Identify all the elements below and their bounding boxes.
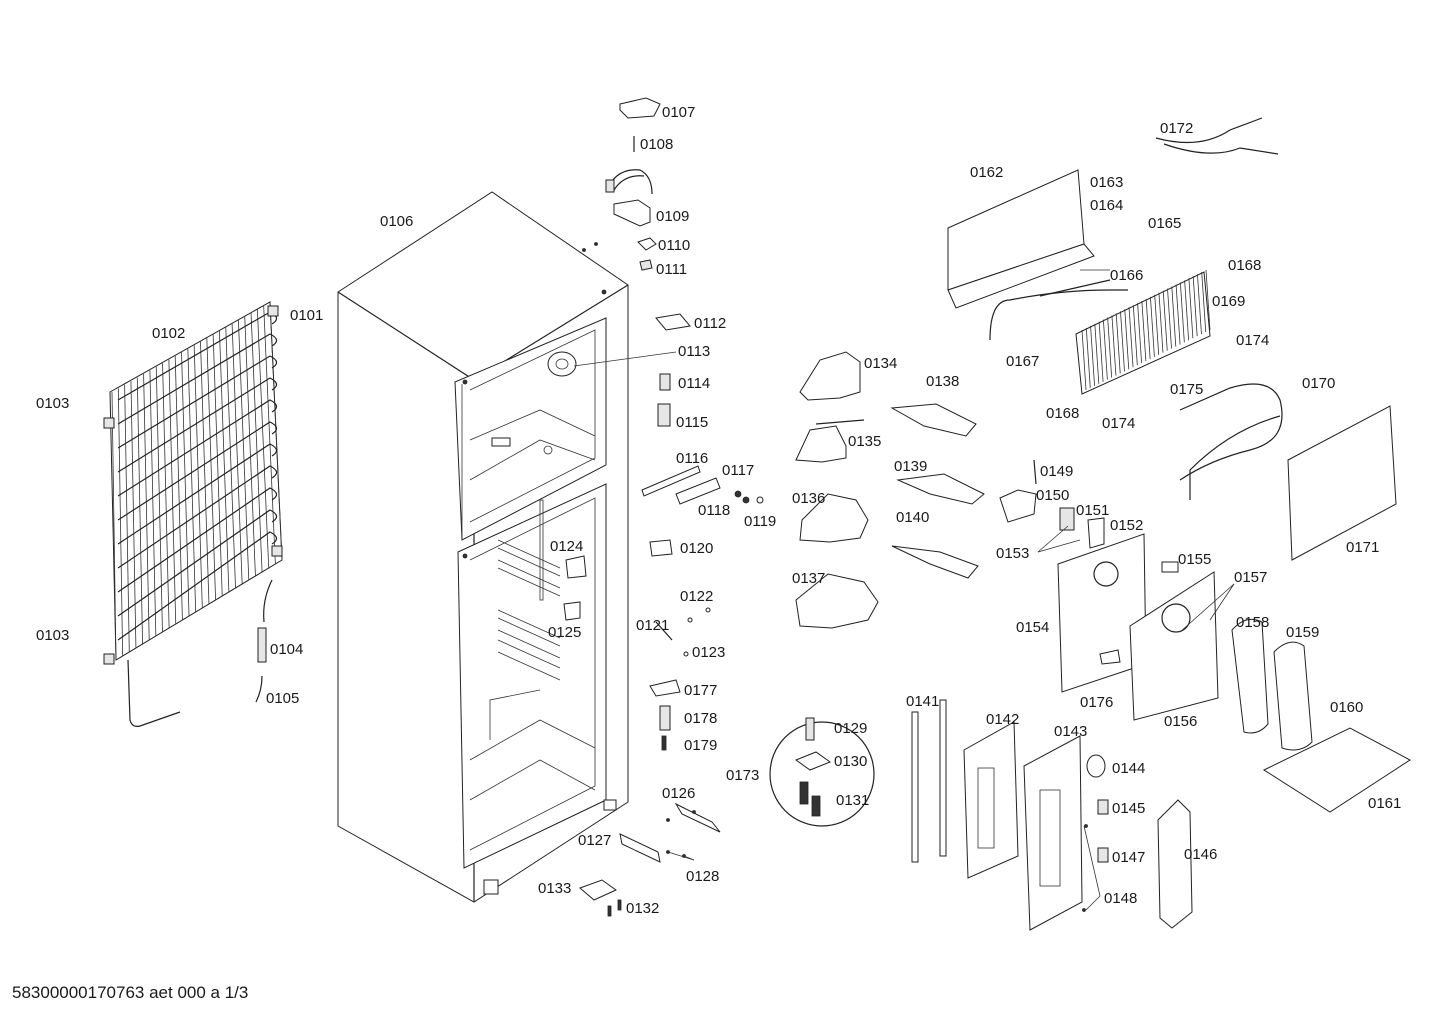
label-0172: 0172 — [1160, 120, 1193, 137]
label-0155: 0155 — [1178, 551, 1211, 568]
label-0137: 0137 — [792, 570, 825, 587]
label-0177: 0177 — [684, 682, 717, 699]
leader-lines — [573, 269, 1235, 911]
label-0103: 0103 — [36, 395, 69, 412]
hinge-covers — [1231, 618, 1411, 813]
label-0144: 0144 — [1112, 760, 1145, 777]
label-0103: 0103 — [36, 627, 69, 644]
label-0124: 0124 — [550, 538, 583, 555]
evaporator-bracket — [947, 169, 1128, 341]
label-0178: 0178 — [684, 710, 717, 727]
label-0125: 0125 — [548, 624, 581, 641]
label-0148: 0148 — [1104, 890, 1137, 907]
label-0113: 0113 — [678, 343, 710, 360]
label-0133: 0133 — [538, 880, 571, 897]
label-0104: 0104 — [270, 641, 303, 658]
label-0174: 0174 — [1102, 415, 1135, 432]
cover-plates — [1057, 533, 1219, 721]
label-0131: 0131 — [836, 792, 869, 809]
label-0102: 0102 — [152, 325, 185, 342]
label-0109: 0109 — [656, 208, 689, 225]
label-0179: 0179 — [684, 737, 717, 754]
label-0167: 0167 — [1006, 353, 1039, 370]
label-0149: 0149 — [1040, 463, 1073, 480]
part-labels: 0101 0102 0103 0103 0104 0105 0106 0107 … — [36, 104, 1401, 917]
fan-housing-parts — [795, 351, 1105, 629]
label-0106: 0106 — [380, 213, 413, 230]
label-0108: 0108 — [640, 136, 673, 153]
label-0174: 0174 — [1236, 332, 1269, 349]
label-0158: 0158 — [1236, 614, 1269, 631]
label-0166: 0166 — [1110, 267, 1143, 284]
label-0110: 0110 — [658, 237, 690, 254]
label-0115: 0115 — [676, 414, 708, 431]
label-0145: 0145 — [1112, 800, 1145, 817]
label-0101: 0101 — [290, 307, 323, 324]
label-0129: 0129 — [834, 720, 867, 737]
cabinet-body — [337, 191, 629, 903]
label-0154: 0154 — [1016, 619, 1049, 636]
drier-filter — [255, 627, 267, 703]
label-0159: 0159 — [1286, 624, 1319, 641]
label-0134: 0134 — [864, 355, 897, 372]
label-0161: 0161 — [1368, 795, 1401, 812]
label-0171: 0171 — [1346, 539, 1379, 556]
gaskets-and-strips — [911, 117, 1279, 931]
label-0168: 0168 — [1228, 257, 1261, 274]
label-0165: 0165 — [1148, 215, 1181, 232]
condenser-grid — [103, 301, 283, 727]
label-0173: 0173 — [726, 767, 759, 784]
label-0117: 0117 — [722, 462, 754, 479]
label-0105: 0105 — [266, 690, 299, 707]
label-0164: 0164 — [1090, 197, 1123, 214]
label-0127: 0127 — [578, 832, 611, 849]
label-0142: 0142 — [986, 711, 1019, 728]
label-0169: 0169 — [1212, 293, 1245, 310]
label-0111: 0111 — [656, 261, 687, 278]
label-0157: 0157 — [1234, 569, 1267, 586]
label-0168: 0168 — [1046, 405, 1079, 422]
label-0114: 0114 — [678, 375, 710, 392]
label-0130: 0130 — [834, 753, 867, 770]
label-0132: 0132 — [626, 900, 659, 917]
label-0116: 0116 — [676, 450, 708, 467]
label-0163: 0163 — [1090, 174, 1123, 191]
document-id: 58300000170763 aet 000 a 1/3 — [12, 983, 248, 1002]
label-0126: 0126 — [662, 785, 695, 802]
label-0122: 0122 — [680, 588, 713, 605]
label-0107: 0107 — [662, 104, 695, 121]
label-0153: 0153 — [996, 545, 1029, 562]
label-0141: 0141 — [906, 693, 939, 710]
evaporator — [1075, 269, 1283, 500]
label-0118: 0118 — [698, 502, 730, 519]
small-parts-column — [563, 97, 875, 917]
label-0128: 0128 — [686, 868, 719, 885]
label-0152: 0152 — [1110, 517, 1143, 534]
label-0138: 0138 — [926, 373, 959, 390]
label-0147: 0147 — [1112, 849, 1145, 866]
label-0156: 0156 — [1164, 713, 1197, 730]
label-0175: 0175 — [1170, 381, 1203, 398]
label-0119: 0119 — [744, 513, 776, 530]
label-0170: 0170 — [1302, 375, 1335, 392]
back-panel — [1287, 405, 1397, 561]
label-0151: 0151 — [1076, 502, 1109, 519]
label-0120: 0120 — [680, 540, 713, 557]
label-0176: 0176 — [1080, 694, 1113, 711]
label-0136: 0136 — [792, 490, 825, 507]
label-0139: 0139 — [894, 458, 927, 475]
label-0135: 0135 — [848, 433, 881, 450]
label-0146: 0146 — [1184, 846, 1217, 863]
label-0162: 0162 — [970, 164, 1003, 181]
label-0143: 0143 — [1054, 723, 1087, 740]
label-0150: 0150 — [1036, 487, 1069, 504]
label-0140: 0140 — [896, 509, 929, 526]
label-0112: 0112 — [694, 315, 726, 332]
label-0123: 0123 — [692, 644, 725, 661]
label-0160: 0160 — [1330, 699, 1363, 716]
label-0121: 0121 — [636, 617, 669, 634]
